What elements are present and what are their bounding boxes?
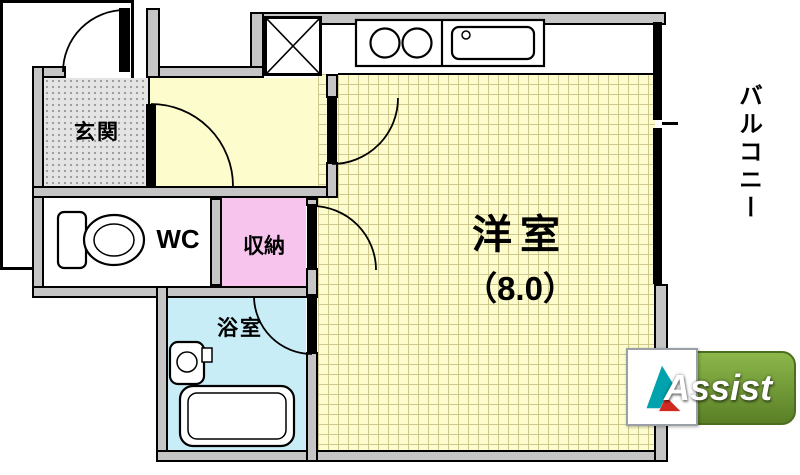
kitchen-counter-icon <box>354 18 546 68</box>
main-room-label: 洋室 <box>472 213 568 257</box>
hall-room-door-leaf <box>327 96 337 164</box>
genkan-step-line <box>148 78 150 106</box>
wall-hall-room-lower <box>326 162 338 198</box>
wall-hall-room-upper <box>326 74 338 98</box>
sliding-door-lower <box>653 128 662 284</box>
wc-label: WC <box>156 224 200 254</box>
stove-burner-icon <box>369 27 401 59</box>
wall-hall-top <box>146 66 264 78</box>
wall-bath-left <box>156 286 168 462</box>
assist-mark-icon <box>646 365 681 412</box>
assist-text: Assist <box>664 367 773 408</box>
sliding-door-handle <box>662 122 678 125</box>
sliding-door-upper <box>653 22 662 120</box>
wall-lower-horizontal <box>32 286 318 298</box>
closet-door-leaf <box>307 204 317 270</box>
stove-burner-icon <box>401 27 433 59</box>
closet-room <box>222 198 306 286</box>
genkan-label: 玄関 <box>74 121 120 144</box>
washing-machine-area <box>264 16 322 76</box>
wall-door-stub <box>146 8 160 78</box>
genkan-door-leaf <box>146 104 156 186</box>
wall-closet-right-b <box>306 268 318 296</box>
wall-bath-right <box>306 352 318 462</box>
wall-wc-closet <box>210 198 222 286</box>
sink-faucet-icon <box>461 30 471 40</box>
assist-logo-card <box>626 348 698 426</box>
main-room-size: （8.0） <box>464 270 576 307</box>
bathroom-label: 浴室 <box>217 317 263 340</box>
closet-label: 収納 <box>243 235 285 258</box>
kitchen-room-line <box>338 73 653 75</box>
wall-left <box>32 66 44 298</box>
sink-icon <box>450 25 536 61</box>
bathroom-door-leaf <box>307 294 317 354</box>
genkan-room <box>44 78 150 186</box>
hallway-room <box>150 78 326 186</box>
balcony-label: バルコニー <box>734 83 762 223</box>
entrance-door-leaf <box>119 8 130 72</box>
wall-bottom <box>156 450 668 462</box>
assist-logo: Assist <box>626 346 798 430</box>
wall-mid-horizontal <box>32 186 338 198</box>
washing-machine-cross <box>266 18 320 74</box>
